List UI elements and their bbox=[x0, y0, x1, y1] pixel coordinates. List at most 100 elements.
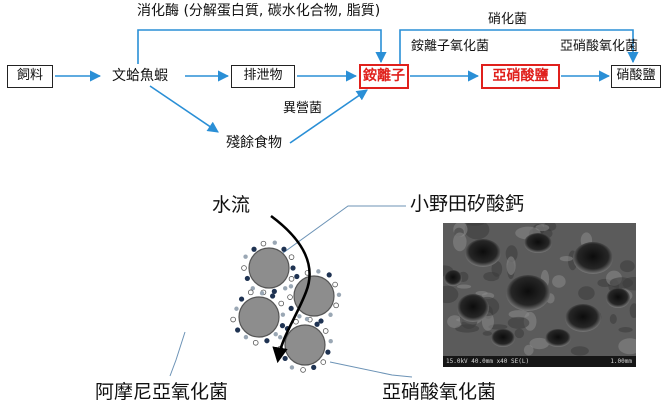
nitrite-oxidizer-cell bbox=[314, 321, 320, 327]
sem-grain bbox=[464, 223, 490, 240]
sem-grain bbox=[619, 260, 635, 273]
sem-pore bbox=[444, 270, 462, 286]
sem-grain bbox=[609, 277, 634, 289]
ammonia-oxidizer-cell bbox=[259, 290, 265, 296]
sem-grain bbox=[506, 256, 516, 276]
node-feed: 飼料 bbox=[7, 65, 53, 88]
nitrite-oxidizer-cell bbox=[270, 293, 276, 299]
nitrite-oxidizer-cell bbox=[326, 272, 332, 278]
ammonia-oxidizer-cell bbox=[316, 269, 321, 274]
ammonia-oxidizer-cell bbox=[234, 306, 239, 311]
sem-pore bbox=[457, 294, 489, 322]
ammonia-oxidizer-cell bbox=[252, 339, 259, 346]
sem-grain bbox=[447, 315, 463, 329]
ammonia-oxidizer-cell bbox=[336, 292, 342, 297]
node-leftover: 殘餘食物 bbox=[226, 135, 282, 151]
ammonia-oxidizer-cell bbox=[277, 335, 283, 340]
ammonia-oxidizer-cell bbox=[328, 312, 333, 317]
nitrite-oxidizer-cell bbox=[251, 246, 257, 252]
leader-calcium-silicate bbox=[275, 205, 406, 259]
ammonia-oxidizer-cell bbox=[288, 284, 294, 289]
label-nitrite-oxidizer-bottom: 亞硝酸氧化菌 bbox=[382, 381, 497, 403]
sem-pore bbox=[573, 242, 613, 274]
ammonia-oxidizer-cell bbox=[332, 281, 338, 288]
nitrite-oxidizer-cell bbox=[288, 305, 294, 312]
nitrite-oxidizer-cell bbox=[235, 327, 241, 333]
water-flow-arrow bbox=[270, 214, 311, 364]
sem-grain bbox=[507, 316, 530, 329]
node-clam: 文蛤魚蝦 bbox=[112, 68, 168, 84]
ammonia-oxidizer-cell bbox=[320, 359, 327, 365]
ammonia-oxidizer-cell bbox=[273, 332, 278, 337]
label-nitrifying-bacteria: 硝化菌 bbox=[488, 12, 528, 27]
sem-grain bbox=[482, 331, 493, 336]
node-nitrate-label: 硝酸鹽 bbox=[616, 68, 656, 83]
ammonia-oxidizer-cell bbox=[230, 316, 236, 323]
leader-ammonia-oxidizer bbox=[169, 331, 186, 377]
ammonia-oxidizer-cell bbox=[247, 289, 254, 296]
node-nitrite: 亞硝酸鹽 bbox=[481, 64, 560, 89]
ammonia-oxidizer-cell bbox=[288, 276, 295, 282]
sem-pore bbox=[545, 329, 571, 347]
ammonia-oxidizer-cell bbox=[280, 312, 286, 317]
sem-grain bbox=[529, 337, 550, 350]
calcium-silicate-sphere bbox=[238, 296, 280, 338]
sem-pore bbox=[465, 239, 501, 267]
label-nitrite-oxidizer: 亞硝酸氧化菌 bbox=[560, 39, 639, 54]
ammonia-oxidizer-cell bbox=[241, 265, 247, 271]
node-excreta: 排泄物 bbox=[231, 65, 295, 88]
sem-grain bbox=[559, 256, 573, 262]
calcium-silicate-sphere bbox=[248, 247, 290, 289]
arrow-leftover-ammonium bbox=[289, 89, 368, 144]
nitrite-oxidizer-cell bbox=[311, 364, 317, 370]
leader-nitrite-oxidizer bbox=[329, 361, 413, 378]
sem-grain bbox=[465, 223, 485, 226]
label-water-flow: 水流 bbox=[212, 194, 251, 216]
label-ammonia-oxidizer: 銨離子氧化菌 bbox=[411, 39, 490, 54]
sem-grain bbox=[523, 344, 534, 356]
sem-grain bbox=[609, 314, 617, 324]
nitrite-oxidizer-cell bbox=[244, 275, 250, 282]
label-digestive-enzymes: 消化酶 (分解蛋白質, 碳水化合物, 脂質) bbox=[137, 3, 381, 19]
ammonia-oxidizer-cell bbox=[260, 240, 267, 247]
ammonia-oxidizer-cell bbox=[300, 367, 306, 373]
node-ammonium: 銨離子 bbox=[359, 64, 409, 89]
sem-pore bbox=[606, 288, 630, 308]
nitrite-oxidizer-cell bbox=[238, 296, 245, 302]
sem-pore bbox=[506, 275, 550, 311]
nitrite-oxidizer-cell bbox=[264, 338, 270, 344]
ammonia-oxidizer-cell bbox=[283, 286, 288, 291]
nitrite-oxidizer-cell bbox=[282, 355, 288, 362]
ammonia-oxidizer-cell bbox=[333, 302, 339, 309]
sem-grain bbox=[443, 285, 459, 304]
ammonia-oxidizer-cell bbox=[243, 254, 248, 259]
ammonia-oxidizer-cell bbox=[322, 328, 329, 334]
calcium-silicate-sphere bbox=[293, 275, 335, 317]
sem-grain bbox=[491, 261, 503, 277]
sem-grain bbox=[456, 284, 472, 289]
nitrite-oxidizer-cell bbox=[279, 323, 286, 329]
nitrite-oxidizer-cell bbox=[318, 318, 324, 324]
node-excreta-label: 排泄物 bbox=[243, 68, 283, 83]
ammonia-oxidizer-cell bbox=[250, 286, 255, 291]
sem-micrograph: 15.0kV 40.0mm x40 SE(L) 1.00mm bbox=[443, 223, 636, 367]
calcium-silicate-sphere bbox=[284, 324, 326, 366]
sem-pore bbox=[524, 233, 552, 253]
sem-grain bbox=[552, 275, 566, 288]
ammonia-oxidizer-cell bbox=[287, 294, 293, 300]
label-heterotrophs: 異營菌 bbox=[283, 101, 323, 116]
sem-caption-left: 15.0kV 40.0mm x40 SE(L) bbox=[446, 358, 530, 365]
nitrite-oxidizer-cell bbox=[294, 273, 300, 280]
ammonia-oxidizer-cell bbox=[297, 314, 302, 319]
sem-grain bbox=[475, 291, 488, 296]
label-ammonia-oxidizer-bottom: 阿摩尼亞氧化菌 bbox=[95, 381, 229, 403]
arrow-enzymes bbox=[137, 29, 387, 64]
sem-pore bbox=[565, 304, 601, 332]
sem-caption-right: 1.00mm bbox=[610, 358, 632, 365]
arrow-clam-leftover bbox=[149, 85, 219, 133]
sem-grain bbox=[629, 303, 636, 319]
sem-texture bbox=[443, 223, 636, 356]
sem-grain bbox=[618, 338, 636, 355]
node-nitrate: 硝酸鹽 bbox=[611, 65, 661, 88]
